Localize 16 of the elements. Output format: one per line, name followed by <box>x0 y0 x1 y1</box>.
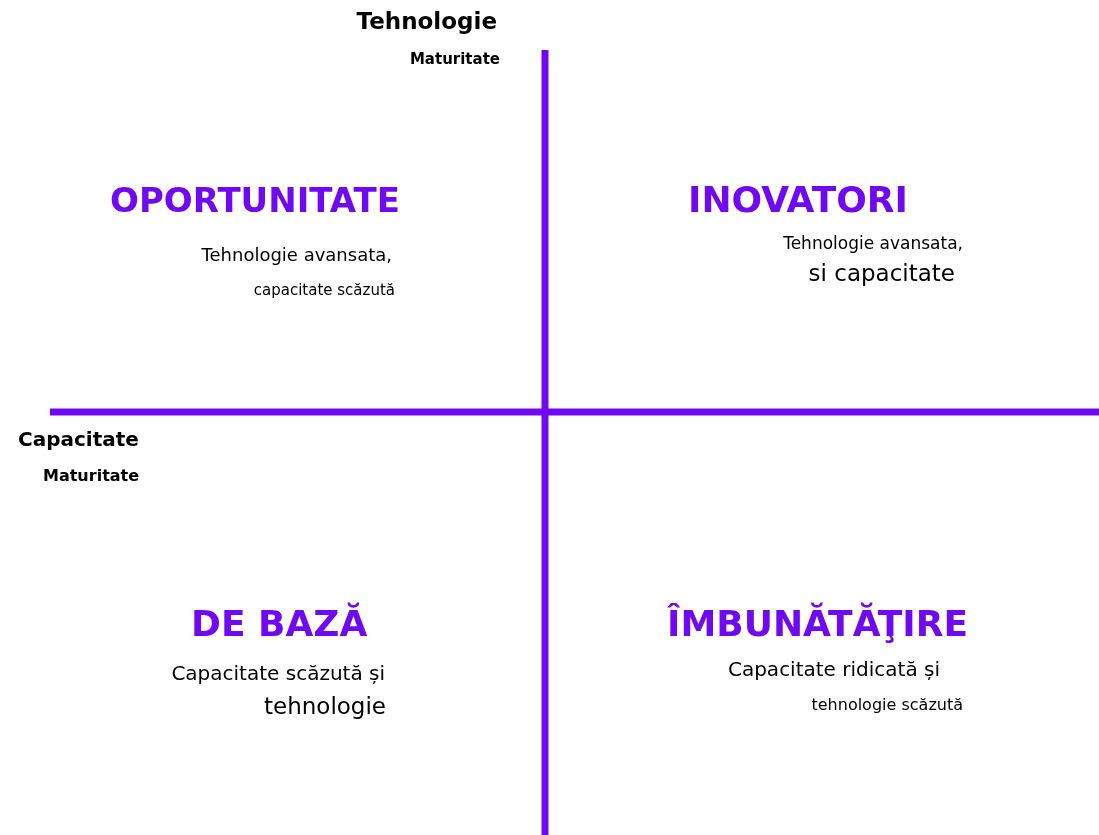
quadrant-description: Capacitate scăzută și <box>171 661 385 685</box>
quadrant-description: tehnologie scăzută <box>811 695 963 715</box>
axis-subtitle: Maturitate <box>409 50 500 68</box>
axis-title: Tehnologie <box>356 8 497 36</box>
quadrant-description: Tehnologie avansata, <box>201 244 392 266</box>
quadrant-description: si capacitate <box>808 260 955 288</box>
quadrant-title: DE BAZĂ <box>191 602 368 646</box>
quadrant-description: tehnologie <box>264 693 386 721</box>
axis-title: Capacitate <box>18 427 139 451</box>
quadrant-description: capacitate scăzută <box>253 281 395 299</box>
quadrant-title: OPORTUNITATE <box>110 180 400 221</box>
axis-subtitle: Maturitate <box>43 466 140 486</box>
quadrant-description: Tehnologie avansata, <box>783 233 963 254</box>
quadrant-title: ÎMBUNĂTĂŢIRE <box>667 602 968 646</box>
quadrant-description: Capacitate ridicată și <box>727 657 940 681</box>
quadrant-title: INOVATORI <box>688 178 908 222</box>
